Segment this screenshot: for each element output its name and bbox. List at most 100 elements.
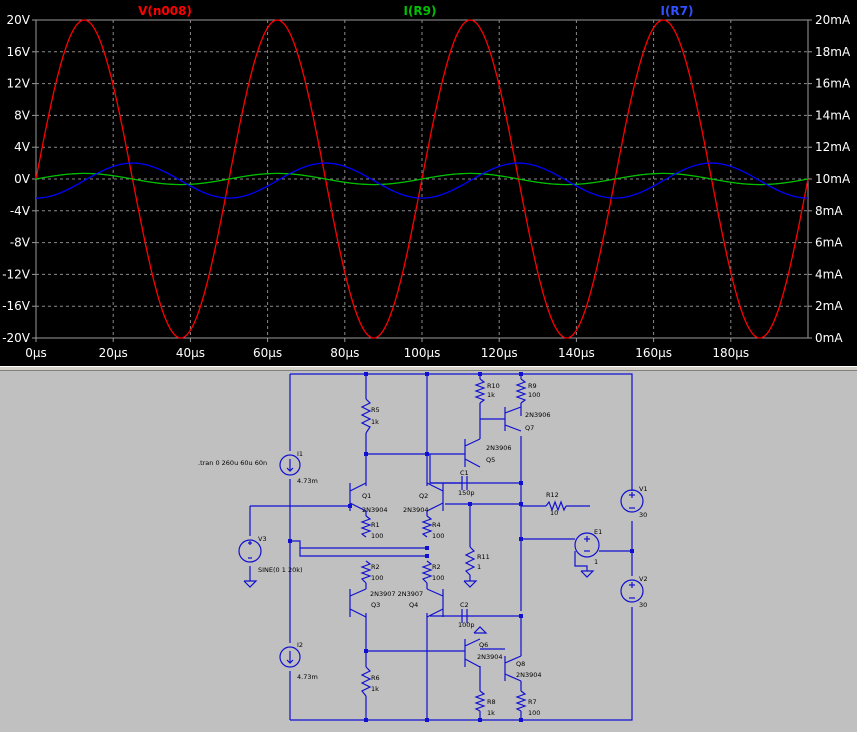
value-r10: 1k <box>487 391 495 399</box>
type-q3-q4: 2N3907 2N3907 <box>370 590 423 598</box>
label-e1: E1 <box>594 528 602 536</box>
left-tick-label: -8V <box>10 236 31 250</box>
schematic-pane[interactable]: .tran 0 260u 60u 60n R5 1k R10 1k R9 100… <box>0 371 857 728</box>
x-tick-label: 180µs <box>712 346 749 360</box>
value-r7: 100 <box>528 709 540 717</box>
dependent-source-e1 <box>574 532 600 558</box>
x-tick-label: 140µs <box>558 346 595 360</box>
transistor-q7 <box>504 406 522 432</box>
schematic-canvas[interactable]: .tran 0 260u 60u 60n R5 1k R10 1k R9 100… <box>0 371 857 728</box>
value-r5: 1k <box>371 418 379 426</box>
label-r5: R5 <box>371 406 380 414</box>
trace-ir7 <box>36 162 808 199</box>
transistor-q3 <box>349 583 367 618</box>
left-tick-label: -20V <box>2 331 31 345</box>
label-r7: R7 <box>528 698 537 706</box>
schematic-labels: .tran 0 260u 60u 60n R5 1k R10 1k R9 100… <box>198 382 648 717</box>
current-source-i1 <box>279 454 301 476</box>
plot-grid <box>36 20 808 338</box>
right-tick-label: 8mA <box>815 204 843 218</box>
label-v2: V2 <box>639 575 648 583</box>
label-r4: R4 <box>432 521 441 529</box>
resistor-r3 <box>421 560 433 584</box>
type-q5: 2N3906 <box>486 444 512 452</box>
trace-label-ir9[interactable]: I(R9) <box>403 4 436 18</box>
value-v2: 30 <box>639 601 647 609</box>
label-q8: Q8 <box>516 660 525 668</box>
pane-divider[interactable] <box>0 366 857 371</box>
label-c2: C2 <box>460 601 469 609</box>
ground-v3 <box>243 580 258 588</box>
trace-ir9 <box>35 172 809 186</box>
x-tick-label: 80µs <box>330 346 359 360</box>
right-tick-label: 10mA <box>815 172 851 186</box>
label-r1: R1 <box>371 521 380 529</box>
type-q8: 2N3904 <box>516 671 542 679</box>
value-i1: 4.73m <box>297 477 318 485</box>
left-tick-label: 20V <box>7 13 31 27</box>
label-r2b: R2 <box>432 563 441 571</box>
value-c2: 100p <box>458 621 475 629</box>
right-tick-label: 12mA <box>815 140 851 154</box>
right-tick-label: 6mA <box>815 236 843 250</box>
label-r2: R2 <box>371 563 380 571</box>
resistor-r7 <box>515 690 527 712</box>
type-q6: 2N3904 <box>477 653 503 661</box>
x-tick-label: 60µs <box>253 346 282 360</box>
resistor-r6 <box>360 666 372 697</box>
label-r9: R9 <box>528 382 537 390</box>
label-q4: Q4 <box>409 601 418 609</box>
value-c1: 150p <box>458 489 475 497</box>
left-tick-label: 0V <box>14 172 31 186</box>
value-r1: 100 <box>371 532 383 540</box>
resistor-r9 <box>515 378 527 404</box>
ground-e1 <box>574 551 595 578</box>
ground-c2-node <box>473 626 488 634</box>
right-tick-label: 14mA <box>815 108 851 122</box>
trace-label-ir7[interactable]: I(R7) <box>660 4 693 18</box>
label-v3: V3 <box>258 535 267 543</box>
junction-dots <box>288 372 634 722</box>
label-q5: Q5 <box>486 456 495 464</box>
capacitor-c2 <box>461 609 468 623</box>
right-tick-label: 20mA <box>815 13 851 27</box>
resistor-r10 <box>474 378 486 404</box>
value-r9: 100 <box>528 391 540 399</box>
label-r12: R12 <box>546 491 559 499</box>
label-i1: I1 <box>297 450 303 458</box>
resistor-r1 <box>360 515 372 538</box>
label-v1: V1 <box>639 485 648 493</box>
value-e1: 1 <box>594 558 598 566</box>
right-tick-label: 16mA <box>815 77 851 91</box>
right-tick-label: 2mA <box>815 299 843 313</box>
transistor-q6 <box>464 638 481 668</box>
label-q2: Q2 <box>419 492 428 500</box>
value-v1: 30 <box>639 511 647 519</box>
label-r11: R11 <box>477 553 490 561</box>
x-tick-label: 0µs <box>25 346 47 360</box>
resistor-r5 <box>360 398 372 434</box>
type-q1: 2N3904 <box>362 506 388 514</box>
right-tick-label: 0mA <box>815 331 843 345</box>
value-r6: 1k <box>371 685 379 693</box>
value-r4: 100 <box>432 532 444 540</box>
x-tick-label: 20µs <box>99 346 128 360</box>
schematic-components <box>238 378 644 712</box>
type-q7: 2N3906 <box>525 411 551 419</box>
label-i2: I2 <box>297 641 303 649</box>
left-tick-label: -4V <box>10 204 31 218</box>
resistor-r11 <box>464 546 476 576</box>
trace-label-vn008[interactable]: V(n008) <box>138 4 192 18</box>
value-r12: 10 <box>550 509 558 517</box>
left-tick-label: 8V <box>14 108 31 122</box>
value-r8: 1k <box>487 709 495 717</box>
transistor-q2 <box>426 482 444 516</box>
resistor-r12 <box>545 500 567 512</box>
transistor-q4 <box>426 583 444 618</box>
directive-text[interactable]: .tran 0 260u 60u 60n <box>198 459 267 467</box>
current-source-i2 <box>279 646 301 668</box>
